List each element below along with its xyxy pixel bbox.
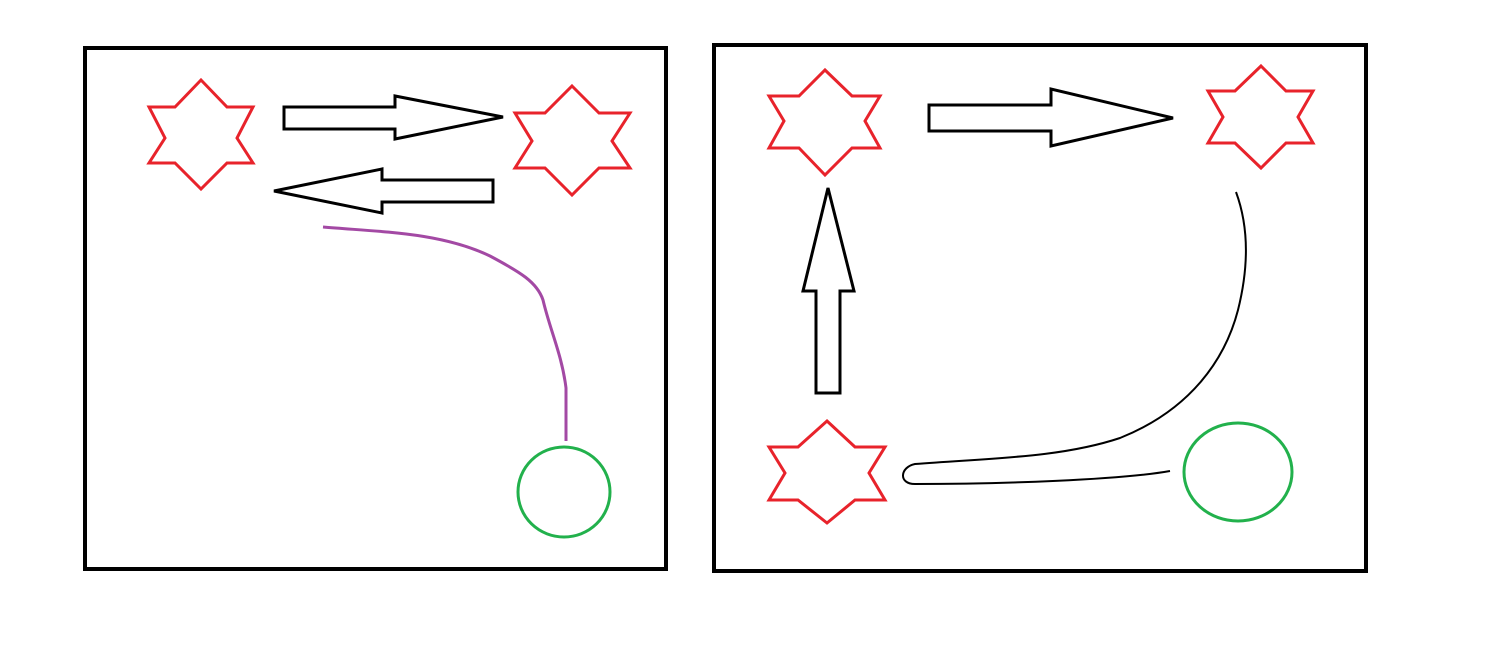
connector-curve-left-panel <box>322 225 568 441</box>
circle-right-panel <box>1182 421 1294 523</box>
star-bottom-left-right-panel <box>766 418 888 525</box>
right-panel-frame <box>712 43 1368 573</box>
arrow-right-right-panel <box>927 87 1174 148</box>
star-top-left-left-panel <box>146 77 256 192</box>
arrow-left-left-panel <box>273 167 495 215</box>
left-panel-frame <box>83 46 668 571</box>
right-panel <box>712 43 1368 573</box>
star-top-left-right-panel <box>766 67 883 178</box>
circle-left-panel <box>516 445 612 539</box>
star-top-right-left-panel <box>512 83 633 198</box>
connector-curve-right-panel <box>902 191 1247 486</box>
star-top-right-right-panel <box>1205 63 1316 171</box>
arrow-right-left-panel <box>282 94 504 141</box>
left-panel <box>83 46 668 571</box>
arrow-up-right-panel <box>801 187 856 395</box>
